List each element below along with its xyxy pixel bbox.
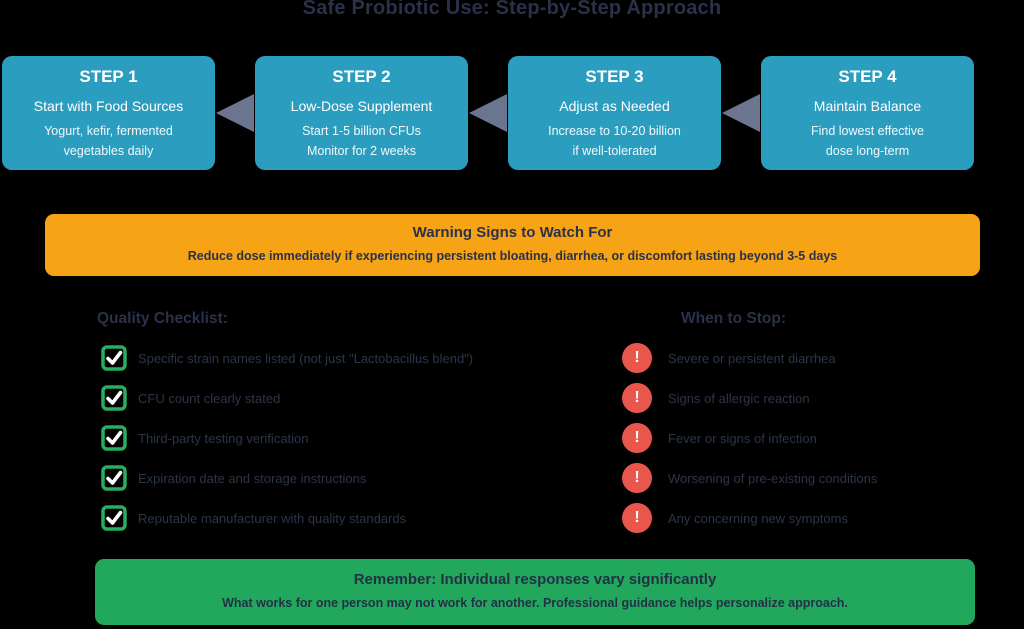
quality-checklist-item: CFU count clearly stated [101,383,280,413]
warning-banner-title: Warning Signs to Watch For [412,224,613,241]
alert-exclamation-icon: ! [622,383,652,413]
step-1-subtitle: Start with Food Sources [33,98,184,114]
quality-checklist-item-label: CFU count clearly stated [138,390,281,406]
when-to-stop-item: ! Any concerning new symptoms [622,503,848,533]
quality-checklist-item: Third-party testing verification [101,423,309,453]
when-to-stop-item-label: Any concerning new symptoms [668,510,848,526]
when-to-stop-heading: When to Stop: [681,310,787,327]
when-to-stop-item: ! Worsening of pre-existing conditions [622,463,877,493]
step-3-subtitle: Adjust as Needed [559,98,670,114]
warning-banner-text: Reduce dose immediately if experiencing … [187,249,838,263]
warning-banner: Warning Signs to Watch For Reduce dose i… [45,214,980,276]
step-2-subtitle: Low-Dose Supplement [290,98,433,114]
step-1-box: STEP 1 Start with Food Sources Yogurt, k… [2,56,215,170]
reminder-banner-title: Remember: Individual responses vary sign… [353,571,717,588]
arrow-left-icon [722,94,760,132]
quality-checklist-item-label: Reputable manufacturer with quality stan… [138,510,407,526]
quality-checklist-heading: Quality Checklist: [97,310,228,327]
step-1-label: STEP 1 [79,67,138,86]
step-1-detail-line2: vegetables daily [63,144,154,158]
reminder-banner: Remember: Individual responses vary sign… [95,559,975,625]
step-3-detail: Increase to 10-20 billion if well-tolera… [508,121,721,161]
step-1-detail-line1: Yogurt, kefir, fermented [44,124,173,138]
when-to-stop-item: ! Severe or persistent diarrhea [622,343,836,373]
when-to-stop-item: ! Fever or signs of infection [622,423,817,453]
step-4-subtitle: Maintain Balance [813,98,922,114]
alert-exclamation-icon: ! [622,503,652,533]
quality-checklist-item: Reputable manufacturer with quality stan… [101,503,406,533]
step-4-box: STEP 4 Maintain Balance Find lowest effe… [761,56,974,170]
when-to-stop-item-label: Severe or persistent diarrhea [668,350,836,366]
step-3-label: STEP 3 [585,67,644,86]
checkbox-check-icon [101,465,127,491]
quality-checklist-item-label: Expiration date and storage instructions [138,470,367,486]
alert-exclamation-icon: ! [622,463,652,493]
checkbox-check-icon [101,505,127,531]
checkbox-check-icon [101,385,127,411]
alert-exclamation-icon: ! [622,343,652,373]
arrow-gap-1 [215,56,255,170]
when-to-stop-item-label: Signs of allergic reaction [668,390,810,406]
step-4-label: STEP 4 [838,67,897,86]
quality-checklist-item: Expiration date and storage instructions [101,463,366,493]
checkbox-check-icon [101,425,127,451]
step-4-detail: Find lowest effective dose long-term [761,121,974,161]
arrow-left-icon [469,94,507,132]
step-3-box: STEP 3 Adjust as Needed Increase to 10-2… [508,56,721,170]
step-4-detail-line2: dose long-term [825,144,910,158]
step-3-detail-line2: if well-tolerated [572,144,657,158]
step-2-detail-line1: Start 1-5 billion CFUs [302,124,421,138]
step-4-detail-line1: Find lowest effective [810,124,925,138]
step-2-box: STEP 2 Low-Dose Supplement Start 1-5 bil… [255,56,468,170]
page-title: Safe Probiotic Use: Step-by-Step Approac… [302,0,722,19]
steps-row: STEP 1 Start with Food Sources Yogurt, k… [2,56,974,170]
step-2-detail-line2: Monitor for 2 weeks [306,144,417,158]
arrow-gap-3 [721,56,761,170]
quality-checklist-item-label: Specific strain names listed (not just "… [138,350,474,366]
when-to-stop-item-label: Worsening of pre-existing conditions [668,470,878,486]
quality-checklist-item-label: Third-party testing verification [138,430,309,446]
quality-checklist-item: Specific strain names listed (not just "… [101,343,473,373]
reminder-banner-text: What works for one person may not work f… [222,596,848,610]
arrow-gap-2 [468,56,508,170]
arrow-left-icon [216,94,254,132]
step-1-detail: Yogurt, kefir, fermented vegetables dail… [2,121,215,161]
when-to-stop-item: ! Signs of allergic reaction [622,383,810,413]
when-to-stop-item-label: Fever or signs of infection [668,430,817,446]
step-3-detail-line1: Increase to 10-20 billion [548,124,681,138]
step-2-label: STEP 2 [332,67,391,86]
checkbox-check-icon [101,345,127,371]
step-2-detail: Start 1-5 billion CFUs Monitor for 2 wee… [255,121,468,161]
alert-exclamation-icon: ! [622,423,652,453]
